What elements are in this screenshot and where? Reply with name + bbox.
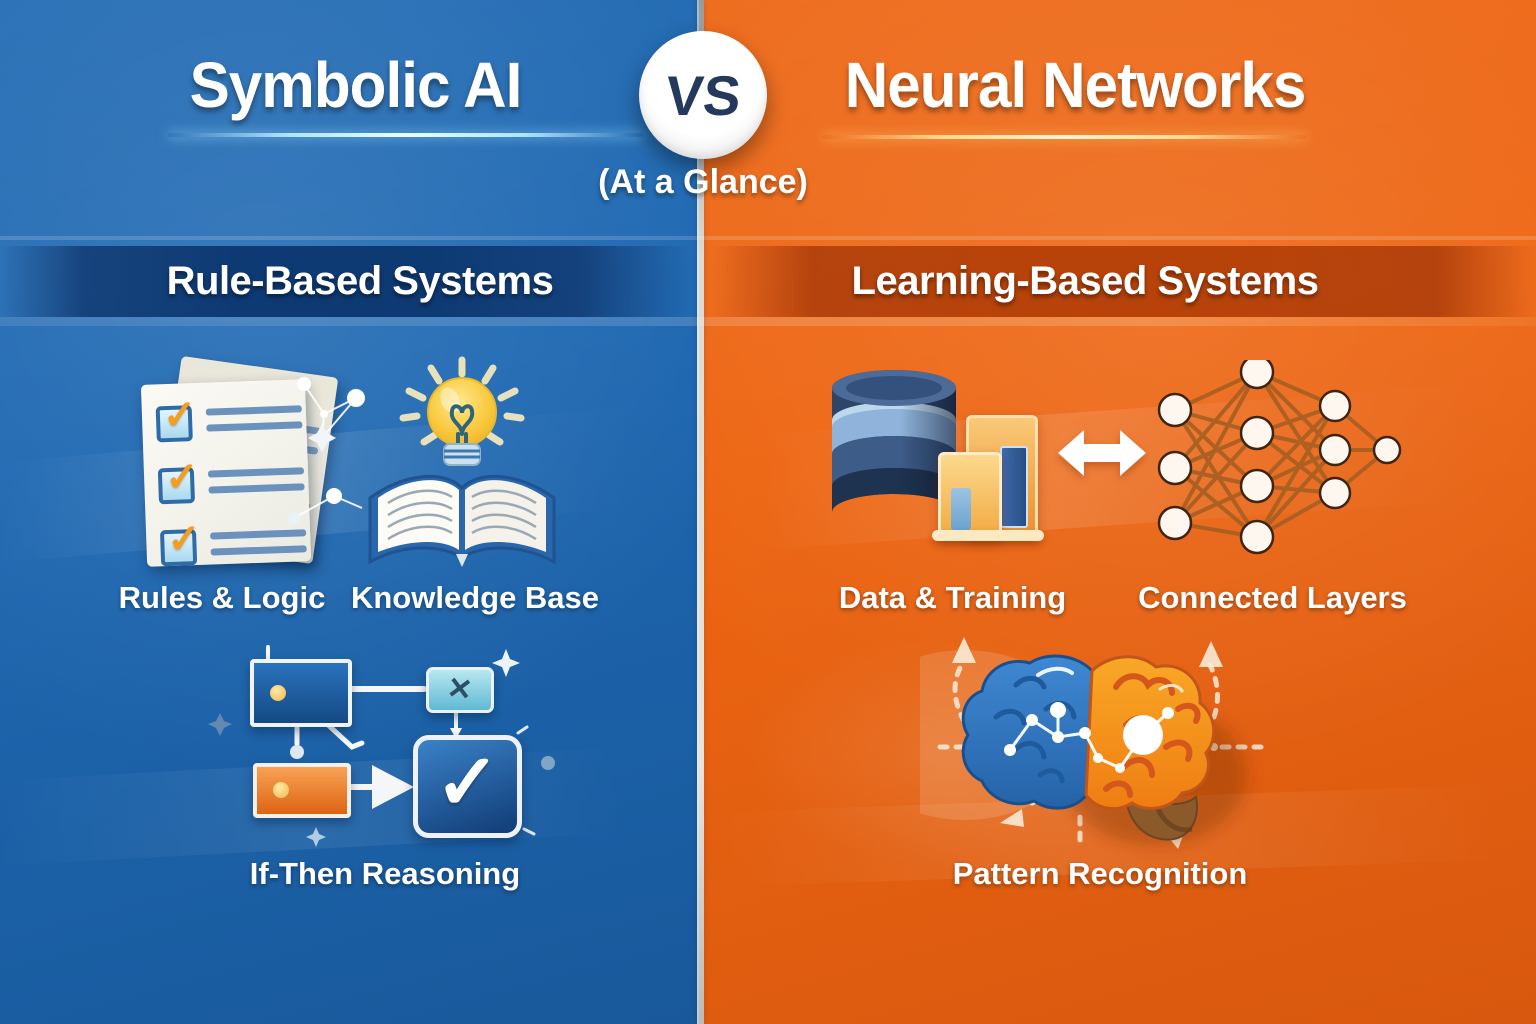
left-title-underline: [168, 133, 643, 137]
constellation-nodes-icon: [288, 377, 365, 524]
vs-label: VS: [662, 63, 744, 127]
brain-icon: [920, 637, 1271, 849]
highlight-strip: [0, 317, 1536, 326]
bar-chart-card: [938, 452, 1002, 540]
double-arrow-icon: [1058, 430, 1146, 476]
checkbox-icon: ✓: [155, 393, 197, 443]
flowchart-connectors: [208, 645, 555, 847]
label-data-training: Data & Training: [838, 580, 1067, 615]
action-box: [253, 763, 351, 818]
right-section-title: Learning-Based Systems: [851, 259, 1319, 303]
subtitle: (At a Glance): [598, 163, 808, 201]
bar: [951, 488, 971, 530]
condition-box: [250, 659, 352, 727]
database-icon: [832, 370, 956, 512]
right-title: Neural Networks: [844, 49, 1307, 121]
checklist-row: ✓: [155, 393, 303, 446]
star-decoration: [208, 713, 232, 736]
left-panel-background: [0, 0, 699, 1024]
x-mark-icon: ✕: [445, 671, 475, 708]
left-section-title: Rule-Based Systems: [166, 259, 554, 303]
brain-left-hemisphere: [961, 654, 1094, 810]
label-if-then-reasoning: If-Then Reasoning: [249, 856, 521, 891]
left-section-banner: Rule-Based Systems: [0, 246, 699, 317]
right-section-banner: [704, 246, 1536, 317]
page-text-lines: [387, 489, 537, 541]
highlight-strip: [0, 236, 1536, 240]
bar: [1000, 446, 1028, 528]
right-title-underline: [822, 135, 1307, 139]
checklist-row: ✓: [159, 517, 307, 570]
gyri-left: [993, 676, 1077, 784]
check-mark-icon: ✓: [434, 737, 501, 826]
check-square-icon: ✓: [413, 735, 522, 838]
left-title: Symbolic AI: [189, 49, 522, 121]
database-bar-chart-icon: [818, 360, 1058, 550]
filament: [449, 404, 475, 436]
star-decoration: [492, 649, 520, 677]
label-connected-layers: Connected Layers: [1138, 580, 1407, 615]
flowchart-icon: ✕ ✓: [200, 645, 580, 850]
checkbox-icon: ✓: [157, 455, 199, 505]
star-decoration: [306, 827, 326, 847]
bulb-base: [443, 443, 481, 466]
card-shelf: [932, 530, 1044, 541]
vs-badge: VS: [639, 31, 767, 159]
center-divider-line: [697, 0, 704, 1024]
checkbox-icon: ✓: [159, 517, 202, 567]
open-book-lightbulb-icon: [368, 356, 556, 567]
label-knowledge-base: Knowledge Base: [350, 580, 600, 615]
neural-network-icon: [1157, 360, 1402, 555]
checklist-row: ✓: [157, 455, 305, 508]
label-rules-logic: Rules & Logic: [118, 580, 326, 615]
reject-box: ✕: [426, 667, 494, 713]
network-nodes: [1157, 360, 1402, 555]
label-pattern-recognition: Pattern Recognition: [952, 856, 1248, 891]
light-rays: [399, 356, 525, 446]
right-panel-background: [704, 0, 1536, 1024]
